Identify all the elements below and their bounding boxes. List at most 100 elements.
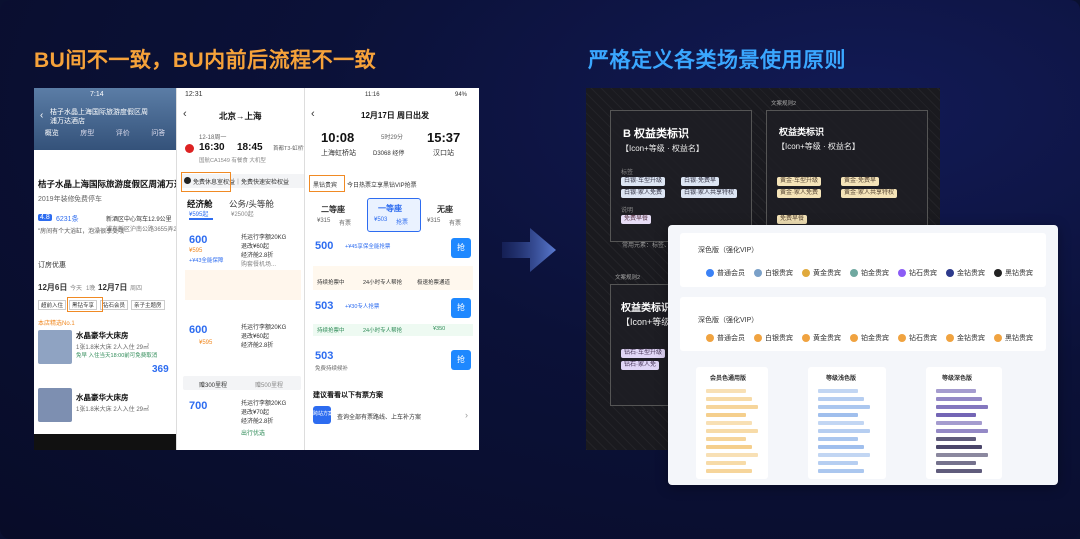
seat-none[interactable]: 无座 ¥315 有票	[423, 200, 473, 230]
chip-diamond-upgrade: 钻石·车型升级	[621, 349, 665, 358]
tab-qa[interactable]: 问答	[151, 130, 166, 137]
rule-card-b-label-1: 标签	[621, 170, 634, 176]
mini-row	[818, 421, 864, 425]
tab-rooms[interactable]: 房型	[80, 130, 95, 137]
trip-date: 12月17日 周日出发	[361, 111, 430, 120]
filter-diamond[interactable]: 钻石会员	[100, 300, 129, 310]
opt2-rights: 持续抢票中 24小时专人帮抢 ¥350	[313, 324, 473, 336]
mini-row	[936, 437, 976, 441]
light-style-title: 深色版（强化VIP）	[698, 317, 759, 324]
status-time: 7:14	[90, 91, 104, 98]
opt1-grab-button[interactable]: 抢	[451, 238, 471, 258]
room1-name[interactable]: 水晶豪华大床房	[76, 331, 129, 340]
offer2-line3: 经济舱2.8折	[241, 343, 274, 349]
offer3-line2: 退改¥70起	[241, 410, 270, 416]
mileage-tabs	[183, 376, 301, 390]
vip-level-item: 钻石贵宾	[898, 268, 937, 278]
mini-card-light-title: 等级浅色版	[826, 376, 857, 382]
room2-name[interactable]: 水晶豪华大床房	[76, 393, 129, 402]
mini-card-dark: 等级深色版	[926, 367, 1002, 479]
check-out-date[interactable]: 12月7日	[98, 283, 128, 292]
mini-row	[936, 469, 982, 473]
mini-card-dark-title: 等级深色版	[942, 376, 973, 382]
opt1-rights: 持续抢票中 24小时专人帮抢 极速抢票通道	[313, 266, 473, 290]
hotel-address: 浦东新区沪南公路3655弄2号	[106, 227, 176, 233]
offer1-sub: +¥43全能保障	[189, 258, 224, 264]
dep-station: 上海虹桥站	[321, 150, 356, 157]
tab-business[interactable]: 公务/头等舱	[229, 199, 274, 209]
vip-level-icon	[802, 334, 810, 342]
opt3-note: 免费持续候补	[315, 366, 349, 372]
room-filters: 超前入住 黑钻专享 钻石会员 亲子主题房	[38, 300, 165, 310]
vip-level-label: 金钻贵宾	[957, 270, 985, 277]
room2-desc: 1张1.8米大床 2人入住 29㎡	[76, 407, 150, 413]
dep-time: 10:08	[321, 130, 355, 145]
filter-family[interactable]: 亲子主题房	[131, 300, 165, 310]
seat-second-price: ¥315	[317, 218, 331, 224]
arr-time: 18:45	[237, 142, 263, 153]
back-icon[interactable]: ‹	[40, 110, 44, 121]
vip-level-icon	[706, 334, 714, 342]
mileage-tab-500[interactable]: 赠500里程	[255, 383, 284, 389]
rule-card-2: 文案规则2 权益类标识 【Icon+等级 · 权益名】 黄金·车型升级 黄金·免…	[766, 101, 928, 242]
rule-card-2-title: 权益类标识	[779, 127, 825, 137]
mini-card-light: 等级浅色版	[808, 367, 886, 479]
tab-overview[interactable]: 概览	[44, 130, 59, 137]
light-style-card: 深色版（强化VIP） 普通会员白银贵宾黄金贵宾铂金贵宾钻石贵宾金钻贵宾黑钻贵宾	[680, 297, 1046, 351]
seat-second[interactable]: 二等座 ¥315 有票	[313, 200, 363, 230]
mini-row	[706, 469, 752, 473]
mini-row	[936, 405, 988, 409]
vip-level-item: 黑钻贵宾	[994, 268, 1033, 278]
vip-style-panel: 深色版（强化VIP） 普通会员白银贵宾黄金贵宾铂金贵宾钻石贵宾金钻贵宾黑钻贵宾 …	[668, 225, 1058, 485]
vip-level-item: 金钻贵宾	[946, 268, 985, 278]
mileage-tab-300[interactable]: 赠300里程	[199, 383, 228, 389]
suggest-title: 建议看看以下有票方案	[313, 392, 383, 399]
tab-underline	[189, 218, 213, 220]
mini-row	[706, 405, 758, 409]
mini-row	[818, 453, 870, 457]
train-no[interactable]: D3068 经停	[373, 151, 405, 157]
tab-reviews[interactable]: 评价	[115, 130, 130, 137]
vip-level-label: 黑钻贵宾	[1005, 270, 1033, 277]
mini-row	[706, 461, 746, 465]
duration: 5时29分	[381, 135, 404, 141]
hotel-name-nav: 桔子水晶上海国际旅游度假区周浦万达酒店	[50, 109, 148, 125]
vip-level-label: 普通会员	[717, 335, 745, 342]
mini-row	[818, 413, 858, 417]
vip-level-icon	[850, 334, 858, 342]
filter-early-checkin[interactable]: 超前入住	[38, 300, 67, 310]
filter-black-diamond[interactable]: 黑钻专享	[69, 300, 98, 310]
suggest-item[interactable]: 查询全部有票路线、上车补方案	[337, 415, 422, 421]
mini-row	[936, 397, 982, 401]
vip-level-icon	[946, 269, 954, 277]
check-in-date[interactable]: 12月6日	[38, 283, 68, 292]
chip-silver-family-share: 白银·家人共享特权	[681, 189, 737, 198]
hotel-review-count[interactable]: 6231条	[56, 216, 79, 223]
opt2-grab-button[interactable]: 抢	[451, 298, 471, 318]
chip-gold-breakfast: 黄金·免费早	[841, 177, 879, 186]
mini-row	[706, 437, 746, 441]
seat-first[interactable]: 一等座 ¥503 抢票	[367, 198, 421, 232]
opt1-right-2: 24小时专人帮抢	[363, 280, 403, 286]
hotel-opened: 2019年装修	[38, 196, 75, 203]
vip-level-icon	[754, 269, 762, 277]
review-quote: "房间有个大浴缸，泡澡很享受哦"	[38, 229, 127, 235]
chevron-right-icon[interactable]: ›	[465, 410, 468, 420]
opt1-price: 500	[315, 240, 334, 252]
highlight-vip-bar	[181, 172, 231, 192]
offer3-line3: 经济舱2.8折	[241, 419, 274, 425]
opt3-grab-button[interactable]: 抢	[451, 350, 471, 370]
airline-logo-icon	[185, 144, 194, 153]
vip-level-icon	[898, 334, 906, 342]
deep-style-card: 深色版（强化VIP） 普通会员白银贵宾黄金贵宾铂金贵宾钻石贵宾金钻贵宾黑钻贵宾	[680, 233, 1046, 287]
tab-economy[interactable]: 经济舱	[187, 199, 213, 209]
opt2-note: +¥30专人抢票	[345, 304, 380, 310]
back-icon[interactable]: ‹	[183, 108, 187, 120]
vip-level-item: 铂金贵宾	[850, 333, 889, 343]
offer1-line3: 经济舱2.8折	[241, 253, 274, 259]
vip-icon	[184, 177, 191, 184]
mini-row	[706, 429, 758, 433]
offer1-line4: 购套餐机场...	[241, 262, 277, 268]
offer3-line4: 出行优选	[241, 431, 266, 437]
back-icon[interactable]: ‹	[311, 108, 315, 120]
